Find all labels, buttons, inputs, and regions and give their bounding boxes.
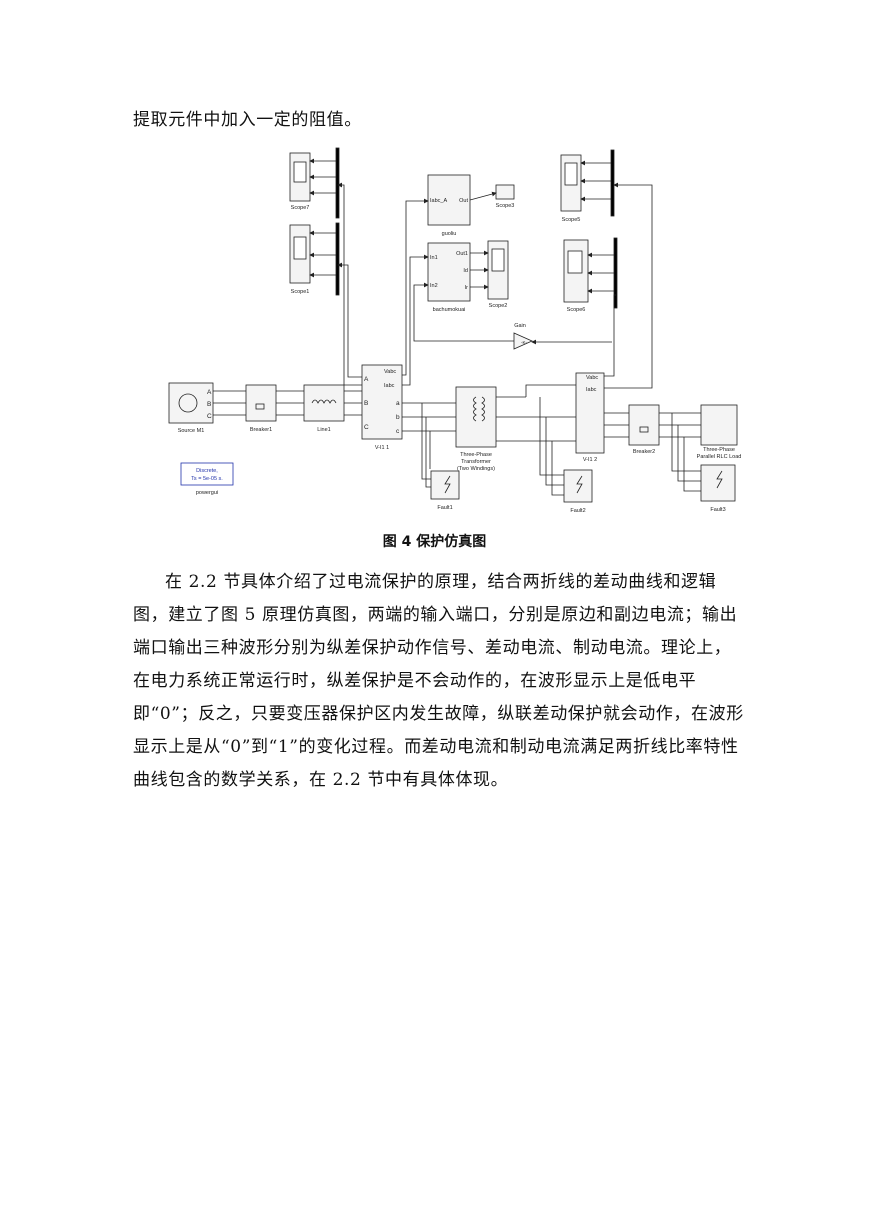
vi1-iabc-port: Iabc bbox=[384, 383, 395, 389]
breaker1-label: Breaker1 bbox=[250, 427, 272, 433]
source-port-c: C bbox=[207, 413, 212, 420]
load-label-2: Parallel RLC Load bbox=[697, 454, 742, 460]
fault3-label: Fault3 bbox=[710, 507, 725, 513]
scope3-label: Scope3 bbox=[496, 203, 515, 209]
breaker1-block bbox=[245, 384, 277, 422]
fault3-block bbox=[700, 464, 736, 502]
vi1-port-a-out: a bbox=[396, 400, 400, 407]
fault2-label: Fault2 bbox=[570, 508, 585, 514]
bachu-in1-port: In1 bbox=[430, 255, 438, 261]
figure-caption: 图 4 保护仿真图 bbox=[382, 534, 487, 550]
gain-value: -K- bbox=[521, 340, 528, 345]
guoliu-block bbox=[427, 174, 471, 226]
demux-bar-2 bbox=[335, 222, 340, 296]
bachumokuai-block bbox=[427, 242, 471, 302]
bachu-in2-port: In2 bbox=[430, 283, 438, 289]
source-port-b: B bbox=[207, 401, 211, 408]
scope6-label: Scope6 bbox=[567, 307, 586, 313]
bachu-out1-port: Out1 bbox=[456, 251, 468, 257]
bachu-label: bachumokuai bbox=[433, 307, 466, 313]
vi1-port-b-out: b bbox=[396, 414, 400, 421]
vi1-label: V-I1 1 bbox=[375, 445, 389, 451]
vi1-vabc-port: Vabc bbox=[384, 369, 396, 375]
line1-label: Line1 bbox=[317, 427, 330, 433]
bachu-id-port: Id bbox=[463, 268, 468, 274]
body-paragraph: 在 2.2 节具体介绍了过电流保护的原理，结合两折线的差动曲线和逻辑图，建立了图… bbox=[133, 572, 744, 790]
vi1-port-b-in: B bbox=[364, 400, 368, 407]
scope5-label: Scope5 bbox=[562, 217, 581, 223]
intro-paragraph: 提取元件中加入一定的阻值。 bbox=[133, 110, 362, 130]
scope1-label: Scope1 bbox=[291, 289, 310, 295]
transformer-label-2: Transformer bbox=[461, 459, 491, 465]
load-label-1: Three-Phase bbox=[703, 447, 735, 453]
source-m1-block bbox=[168, 382, 214, 424]
rlc-load-block bbox=[700, 404, 738, 446]
vi2-iabc-port: Iabc bbox=[586, 387, 597, 393]
scope7-block bbox=[289, 152, 311, 202]
scope1-block bbox=[289, 224, 311, 284]
transformer-label-3: (Two Windings) bbox=[457, 466, 495, 472]
guoliu-in-port: Iabc_A bbox=[430, 198, 447, 204]
scope7-label: Scope7 bbox=[291, 205, 310, 211]
vi-measurement-2-block bbox=[575, 372, 605, 454]
transformer-block bbox=[455, 386, 497, 448]
vi1-port-c-out: c bbox=[396, 428, 400, 435]
vi1-port-c-in: C bbox=[364, 424, 369, 431]
powergui-line-2: Ts = 5e-05 s. bbox=[191, 476, 223, 482]
vi2-label: V-I1 2 bbox=[583, 457, 597, 463]
powergui-block bbox=[180, 462, 234, 486]
fault1-block bbox=[430, 470, 460, 500]
breaker2-label: Breaker2 bbox=[633, 449, 655, 455]
source-port-a: A bbox=[207, 389, 212, 396]
protection-simulation-diagram: Scope7 Scope1 Scope3 Scope2 Scope5 Scope… bbox=[168, 147, 742, 514]
bachu-ir-port: Ir bbox=[465, 285, 469, 291]
fault2-block bbox=[563, 469, 593, 503]
scope2-label: Scope2 bbox=[489, 303, 508, 309]
fault1-label: Fault1 bbox=[437, 505, 452, 511]
demux-bar-1 bbox=[335, 147, 340, 219]
vi-measurement-1-block bbox=[361, 364, 403, 440]
source-label: Source M1 bbox=[178, 428, 205, 434]
gain-label: Gain bbox=[514, 323, 526, 329]
breaker2-block bbox=[628, 404, 660, 446]
vi1-port-a-in: A bbox=[364, 376, 369, 383]
guoliu-label: guoliu bbox=[442, 231, 457, 237]
vi2-vabc-port: Vabc bbox=[586, 375, 598, 381]
powergui-line-1: Discrete, bbox=[196, 468, 218, 474]
scope3-block bbox=[495, 184, 515, 200]
transformer-label-1: Three-Phase bbox=[460, 452, 492, 458]
powergui-label: powergui bbox=[196, 490, 218, 496]
guoliu-out-port: Out bbox=[459, 198, 468, 204]
